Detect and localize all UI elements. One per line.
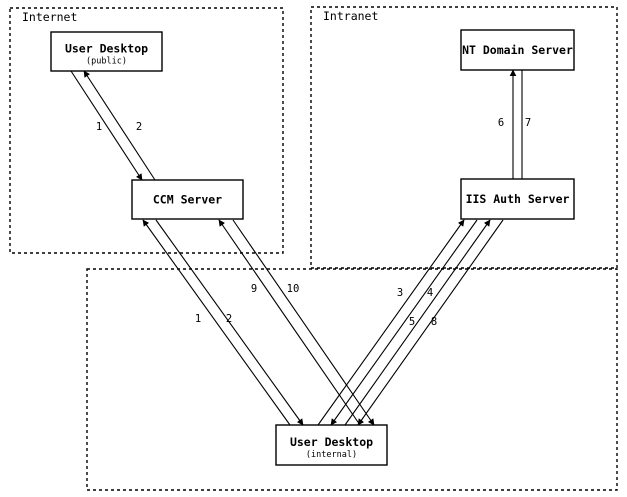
flow-arrow-flow-public-1: [70, 70, 143, 181]
node-subtitle-user-desktop-public: (public): [86, 57, 127, 67]
zone-boundary-internet: [9, 7, 284, 254]
flow-arrow-flow-internal-9: [218, 219, 361, 426]
flow-arrows: [70, 69, 526, 426]
zone-label-internet: Internet: [22, 10, 77, 24]
flow-arrow-flow-internal-2: [155, 219, 304, 426]
node-title-user-desktop-internal: User Desktop: [290, 435, 373, 449]
flow-arrow-flow-iis-4: [330, 219, 478, 426]
node-box-user-desktop-public[interactable]: [50, 31, 163, 72]
step-label-step-5: 5: [409, 316, 415, 328]
zone-boundary-intranet: [310, 6, 618, 269]
flow-arrow-flow-internal-10: [232, 219, 375, 426]
node-title-nt-domain-server: NT Domain Server: [462, 43, 573, 57]
node-title-ccm-server: CCM Server: [153, 193, 222, 207]
step-label-step-8: 8: [431, 316, 437, 328]
flow-arrow-flow-public-2: [83, 70, 156, 181]
step-label-step-1-internal: 1: [195, 313, 201, 325]
flow-arrow-flow-iis-8: [357, 219, 504, 426]
step-label-step-1-public: 1: [96, 121, 102, 133]
node-subtitle-user-desktop-internal: (internal): [306, 450, 357, 460]
zone-boundary-internal: [86, 268, 618, 491]
node-box-nt-domain-server[interactable]: [460, 29, 575, 71]
node-title-iis-auth-server: IIS Auth Server: [466, 192, 570, 206]
flow-arrow-flow-iis-3: [317, 219, 465, 426]
node-title-user-desktop-public: User Desktop: [65, 42, 148, 56]
flow-arrow-flow-internal-1: [142, 219, 291, 426]
step-label-step-2-internal: 2: [226, 313, 232, 325]
node-box-user-desktop-internal[interactable]: [275, 424, 388, 466]
step-label-step-2-public: 2: [136, 121, 142, 133]
node-box-ccm-server[interactable]: [131, 179, 244, 220]
step-label-step-10: 10: [287, 283, 300, 295]
flow-arrow-flow-iis-5: [344, 219, 491, 426]
step-label-step-6: 6: [498, 117, 504, 129]
node-box-iis-auth-server[interactable]: [460, 178, 575, 220]
step-label-step-4: 4: [427, 287, 433, 299]
zone-boundaries: Internet Intranet: [9, 6, 618, 491]
zone-label-intranet: Intranet: [323, 9, 378, 23]
step-number-labels: 1 2 6 7 9 10 1 2 3 4 5 8: [96, 117, 531, 328]
step-label-step-7: 7: [525, 117, 531, 129]
step-label-step-3: 3: [397, 287, 403, 299]
step-label-step-9: 9: [251, 283, 257, 295]
